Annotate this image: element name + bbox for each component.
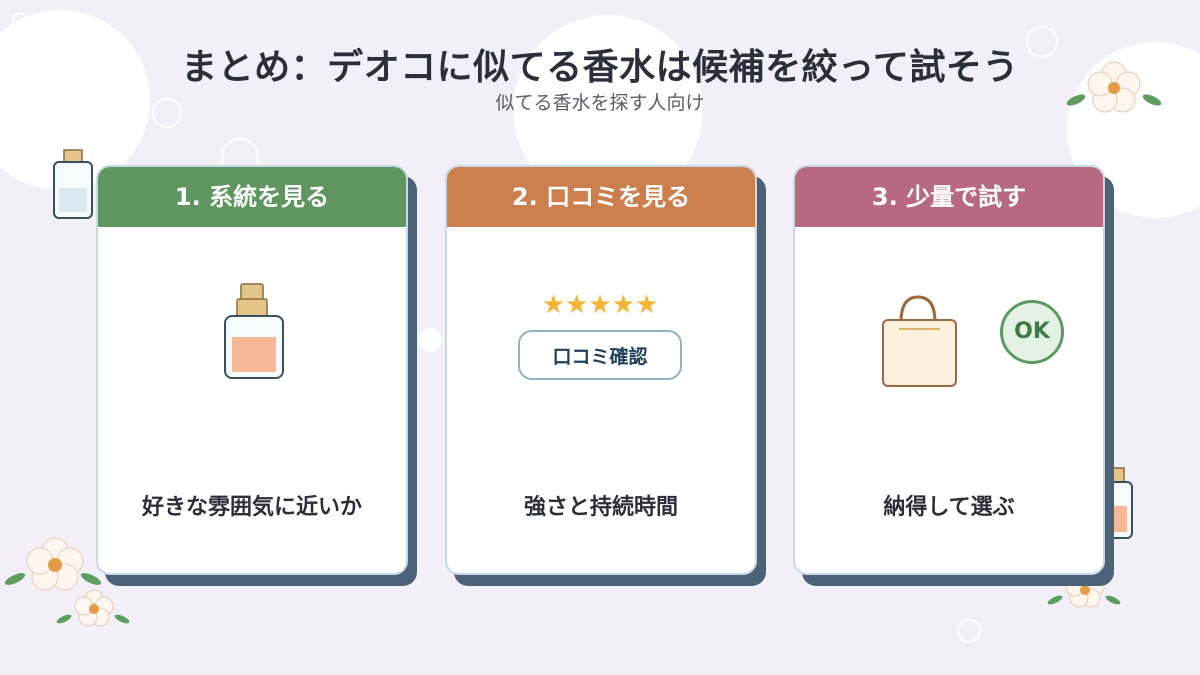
review-check-button[interactable]: 口コミ確認 [518, 330, 682, 380]
card-caption: 納得して選ぶ [883, 495, 1015, 520]
bg-circle [0, 10, 150, 190]
bubble-icon [152, 98, 182, 128]
shopping-bag-icon [882, 295, 957, 387]
flower-icon [4, 537, 102, 591]
card-heading: 1. 系統を見る [98, 167, 406, 227]
step-card-2: 2. 口コミを見る ★★★★★ 口コミ確認 強さと持続時間 [445, 165, 766, 586]
step-card-3: 3. 少量で試す OK 納得して選ぶ [793, 165, 1114, 586]
bubble-icon [418, 328, 442, 352]
bubble-icon [957, 619, 981, 643]
perfume-bottle-icon [53, 149, 93, 219]
card-body: 2. 口コミを見る ★★★★★ 口コミ確認 強さと持続時間 [445, 165, 757, 575]
card-heading: 3. 少量で試す [795, 167, 1103, 227]
card-body: 1. 系統を見る 好きな雰囲気に近いか [96, 165, 408, 575]
card-body: 3. 少量で試す OK 納得して選ぶ [793, 165, 1105, 575]
card-heading: 2. 口コミを見る [447, 167, 755, 227]
flower-icon [56, 589, 130, 627]
five-stars-icon: ★★★★★ [541, 290, 659, 320]
flower-icon [1066, 61, 1162, 113]
card-illustration [98, 227, 406, 457]
card-illustration: OK [795, 227, 1103, 457]
ok-badge: OK [1000, 300, 1064, 364]
bubble-icon [12, 12, 28, 28]
bg-circle [513, 15, 703, 205]
card-caption: 強さと持続時間 [523, 495, 678, 520]
perfume-bottle-icon [224, 283, 284, 379]
page-title: まとめ：デオコに似てる香水は候補を絞って試そう [181, 47, 1019, 88]
card-caption: 好きな雰囲気に近いか [141, 495, 362, 520]
step-card-1: 1. 系統を見る 好きな雰囲気に近いか [96, 165, 417, 586]
bubble-icon [1026, 26, 1058, 58]
page-subtitle: 似てる香水を探す人向け [495, 92, 705, 114]
card-illustration: ★★★★★ 口コミ確認 [447, 227, 755, 457]
